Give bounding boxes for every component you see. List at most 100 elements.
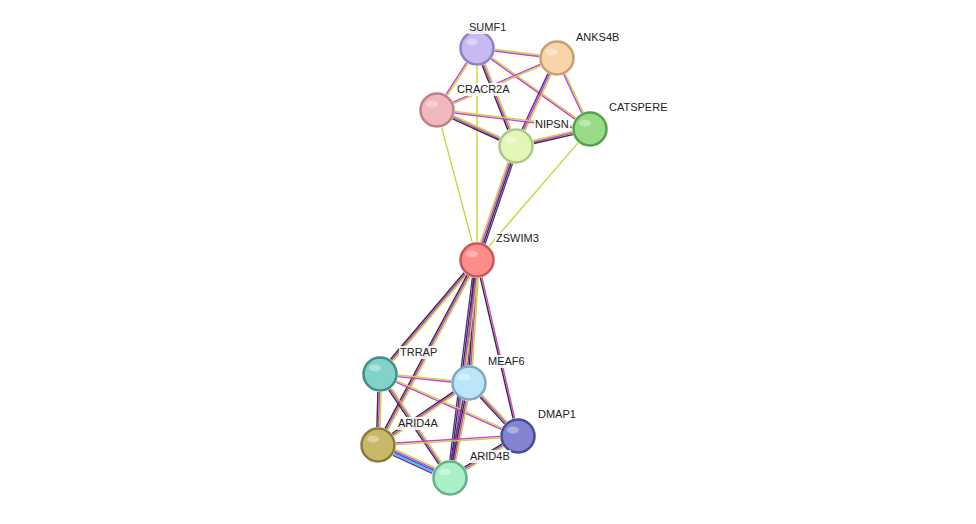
protein-node: ARID4B bbox=[432, 460, 468, 496]
interaction-edge bbox=[398, 375, 451, 382]
node-disc bbox=[461, 244, 494, 277]
node-label: SUMF1 bbox=[468, 21, 507, 34]
evidence-strand bbox=[390, 273, 464, 360]
node-circle bbox=[539, 40, 575, 76]
evidence-strand bbox=[565, 74, 583, 112]
evidence-strand bbox=[451, 400, 463, 460]
node-shine bbox=[426, 101, 438, 108]
evidence-strand bbox=[376, 392, 378, 427]
protein-node: SUMF1 bbox=[459, 30, 495, 66]
interaction-edge bbox=[442, 127, 473, 242]
node-circle bbox=[459, 242, 495, 278]
node-circle bbox=[498, 128, 534, 164]
node-shine bbox=[369, 365, 381, 372]
node-circle bbox=[459, 30, 495, 66]
evidence-strand bbox=[482, 163, 509, 243]
evidence-strand bbox=[564, 75, 582, 113]
evidence-strand bbox=[453, 117, 499, 138]
evidence-strand bbox=[394, 453, 433, 471]
interaction-edge bbox=[533, 131, 573, 143]
node-label: ARID4A bbox=[397, 417, 439, 430]
evidence-strand bbox=[454, 66, 541, 104]
node-shine bbox=[505, 137, 517, 144]
node-label: NIPSN bbox=[534, 118, 570, 131]
interaction-edge bbox=[385, 275, 470, 430]
protein-node: TRRAP bbox=[362, 356, 398, 392]
evidence-strand bbox=[394, 454, 433, 472]
evidence-strand bbox=[454, 401, 466, 461]
node-disc bbox=[500, 130, 533, 163]
node-disc bbox=[434, 462, 467, 495]
protein-node: ARID4A bbox=[360, 427, 396, 463]
interaction-edge bbox=[393, 450, 435, 474]
protein-node: NIPSN bbox=[498, 128, 534, 164]
node-label: CRACR2A bbox=[456, 83, 511, 96]
node-shine bbox=[466, 251, 478, 258]
evidence-strand bbox=[385, 275, 467, 428]
node-shine bbox=[546, 49, 558, 56]
node-disc bbox=[574, 113, 607, 146]
node-label: ARID4B bbox=[469, 450, 511, 463]
evidence-strand bbox=[392, 274, 466, 361]
node-circle bbox=[451, 365, 487, 401]
node-shine bbox=[579, 120, 591, 127]
evidence-strand bbox=[392, 392, 453, 434]
node-label: ANKS4B bbox=[575, 31, 620, 44]
node-circle bbox=[362, 356, 398, 392]
interaction-edge bbox=[451, 400, 468, 461]
interaction-edge bbox=[396, 436, 500, 444]
evidence-strand bbox=[489, 143, 578, 247]
evidence-strand bbox=[482, 277, 515, 418]
evidence-strand bbox=[456, 401, 468, 461]
evidence-strand bbox=[395, 451, 434, 469]
protein-node: ANKS4B bbox=[539, 40, 575, 76]
node-shine bbox=[367, 436, 379, 443]
evidence-strand bbox=[379, 392, 381, 427]
evidence-strand bbox=[378, 392, 380, 427]
evidence-strand bbox=[394, 394, 455, 436]
evidence-strand bbox=[534, 133, 573, 142]
node-label: CATSPERE bbox=[608, 101, 668, 114]
evidence-strand bbox=[481, 396, 506, 423]
node-circle bbox=[572, 111, 608, 147]
interaction-edge bbox=[389, 388, 442, 464]
node-shine bbox=[466, 39, 478, 46]
evidence-strand bbox=[534, 135, 573, 144]
node-shine bbox=[507, 427, 519, 434]
evidence-strand bbox=[495, 51, 539, 57]
protein-node: MEAF6 bbox=[451, 365, 487, 401]
node-label: ZSWIM3 bbox=[495, 232, 540, 245]
protein-node: ZSWIM3 bbox=[459, 242, 495, 278]
node-circle bbox=[432, 460, 468, 496]
evidence-strand bbox=[482, 65, 508, 130]
evidence-strand bbox=[393, 275, 467, 362]
node-shine bbox=[458, 374, 470, 381]
interaction-edge bbox=[564, 74, 583, 113]
evidence-strand bbox=[453, 64, 540, 102]
evidence-strand bbox=[442, 127, 473, 242]
interaction-edge bbox=[495, 49, 539, 56]
interaction-edge bbox=[480, 395, 507, 424]
evidence-strand bbox=[393, 393, 454, 435]
interaction-edge bbox=[392, 392, 455, 436]
node-disc bbox=[421, 94, 454, 127]
interaction-edge bbox=[489, 143, 578, 247]
interaction-edge bbox=[453, 116, 501, 140]
interaction-edge bbox=[453, 64, 541, 103]
interaction-edge bbox=[377, 392, 381, 427]
node-label: DMAP1 bbox=[537, 408, 577, 421]
node-label: MEAF6 bbox=[487, 355, 526, 368]
evidence-strand bbox=[482, 395, 507, 422]
evidence-strand bbox=[398, 377, 451, 382]
node-circle bbox=[419, 92, 455, 128]
evidence-strand bbox=[396, 438, 500, 445]
node-circle bbox=[500, 418, 536, 454]
evidence-strand bbox=[453, 119, 499, 140]
evidence-strand bbox=[481, 162, 508, 242]
node-disc bbox=[502, 420, 535, 453]
interaction-edge bbox=[390, 273, 466, 362]
node-disc bbox=[364, 358, 397, 391]
node-disc bbox=[362, 429, 395, 462]
node-disc bbox=[461, 32, 494, 65]
node-label: TRRAP bbox=[399, 346, 438, 359]
